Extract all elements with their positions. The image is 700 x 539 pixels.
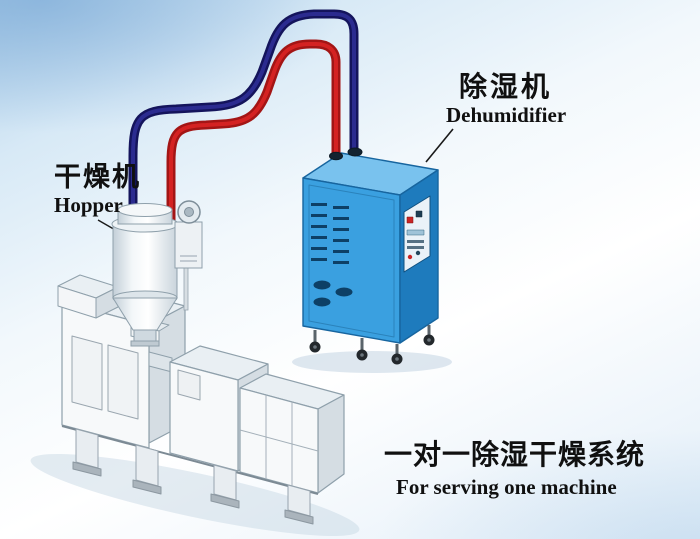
system-caption-zh: 一对一除湿干燥系统 (384, 439, 646, 470)
panel-button-red (406, 216, 414, 224)
vent-slit (311, 247, 327, 250)
caster-hub (395, 357, 399, 361)
hopper-lid-top (117, 203, 173, 217)
caster-hub (427, 338, 431, 342)
vent-slit (333, 206, 349, 209)
extruder-cabinet-seam (239, 395, 319, 486)
vent-slit (333, 250, 349, 253)
extruder-door-panel (107, 344, 139, 420)
hopper-neck (133, 329, 157, 343)
hopper-flange (130, 340, 160, 347)
extruder-mid-panel (177, 369, 201, 401)
system-caption-en: For serving one machine (396, 475, 617, 499)
vent-slit (333, 239, 349, 242)
machine-foot (284, 509, 314, 525)
hose-port (347, 147, 363, 157)
caster-wheels (309, 325, 435, 365)
caster-hub (313, 345, 317, 349)
hopper-dryer-unit (111, 200, 203, 347)
hopper-label-zh: 干燥机 (54, 162, 141, 192)
vent-slit (311, 214, 327, 217)
vent-slit (311, 258, 327, 261)
caster-stem (427, 325, 431, 335)
panel-row (407, 240, 424, 243)
vent-oval (313, 280, 331, 290)
loader-body (174, 221, 203, 269)
panel-indicator-red (407, 254, 413, 260)
extruder-bottom-edge (61, 425, 319, 495)
dehumidifier-unit (302, 147, 439, 365)
machine-leg (75, 428, 99, 469)
extruder-motor-front (57, 285, 97, 319)
dehumidifier-leader-line (425, 128, 454, 163)
vent-slit (333, 217, 349, 220)
vent-slit (333, 228, 349, 231)
extruder-shadow (30, 453, 360, 537)
vent-slit (311, 225, 327, 228)
loader-vent-lines (180, 255, 197, 262)
extruder-door-panel (71, 335, 103, 411)
hopper-label-en: Hopper (54, 193, 123, 217)
vent-grille (311, 203, 353, 307)
hose-port (329, 151, 343, 161)
vent-oval (335, 287, 353, 297)
extruder-cabinet-side (317, 394, 345, 494)
machine-foot (72, 461, 102, 477)
vent-slit (311, 203, 327, 206)
caster-stem (395, 344, 399, 354)
panel-display (406, 229, 425, 236)
machine-foot (210, 493, 240, 509)
loader-support-rod (183, 265, 189, 311)
dehumidifier-label-en: Dehumidifier (446, 103, 567, 127)
vent-oval (313, 297, 331, 307)
hopper-cone (112, 297, 178, 331)
machine-leg (135, 444, 159, 487)
machine-leg (213, 464, 237, 501)
caster-stem (313, 330, 317, 342)
machine-foot (132, 479, 162, 495)
dry-air-hose-highlight (169, 42, 338, 228)
return-air-hose-highlight (131, 12, 356, 224)
dry-air-hose-red (166, 39, 341, 228)
caster-hub (360, 353, 364, 357)
panel-row (407, 246, 424, 249)
dehumidifier-shadow (292, 351, 452, 373)
cabinet-front-frame (308, 184, 395, 338)
vent-slit (333, 261, 349, 264)
panel-button-dark (415, 210, 423, 218)
loader-blower-hub (184, 207, 194, 217)
panel-indicator-dark (415, 250, 421, 256)
hopper-body (112, 223, 178, 299)
return-air-hose-blue (128, 9, 359, 224)
dehumidifier-label-zh: 除湿机 (459, 71, 553, 102)
vent-slit (311, 236, 327, 239)
caster-stem (360, 338, 364, 350)
